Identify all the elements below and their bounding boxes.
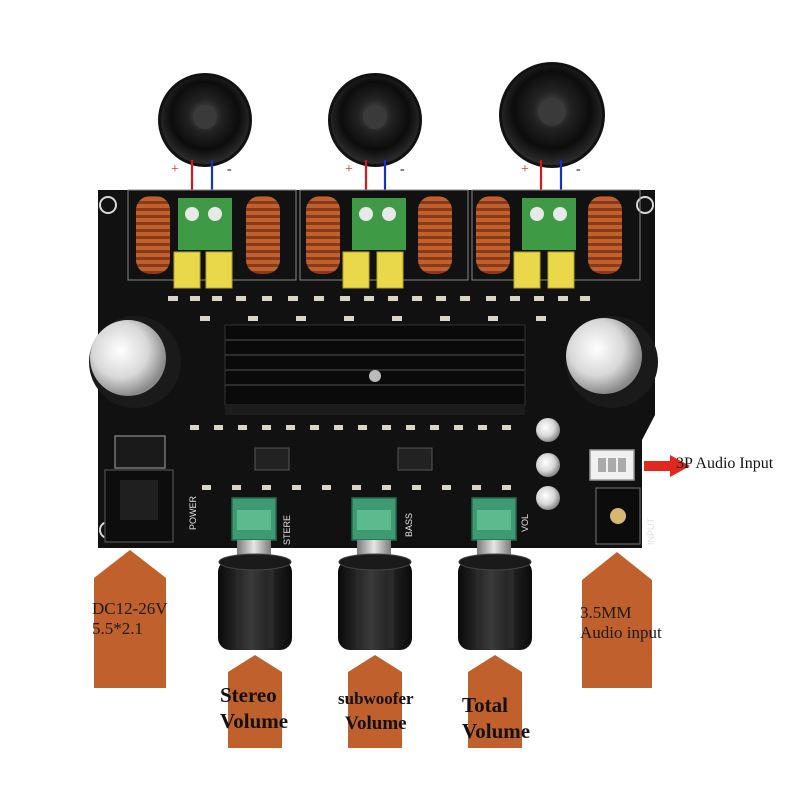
aux-callout-arrow	[582, 552, 652, 688]
dc-power-jack	[104, 435, 174, 543]
silk-stereo: STERE	[282, 515, 292, 545]
subwoofer-callout-arrow	[348, 655, 402, 748]
aux-jack	[595, 487, 641, 545]
speaker-right-minus: -	[576, 162, 581, 177]
heatsink	[224, 324, 526, 415]
speaker-center	[328, 73, 422, 167]
ic-chips	[254, 447, 433, 471]
silk-input: INPUT	[646, 517, 656, 545]
potentiometer-total	[471, 497, 517, 562]
input-arrow	[644, 455, 690, 477]
power-label-line1: DC12-26V	[92, 599, 168, 618]
speaker-left-minus: -	[227, 162, 232, 177]
small-capacitors	[536, 418, 560, 510]
speaker-left-plus: +	[171, 162, 179, 177]
inductor-coils	[136, 196, 622, 274]
aux-label-line2: Audio input	[580, 623, 662, 642]
total-callout-arrow	[468, 655, 522, 748]
speaker-right	[499, 62, 605, 168]
silk-vol: VOL	[520, 514, 530, 532]
speaker-center-minus: -	[400, 162, 405, 177]
potentiometer-stereo	[231, 497, 277, 562]
smd-mid-rows	[190, 425, 511, 490]
film-capacitors	[173, 251, 575, 289]
silk-bass: BASS	[404, 513, 414, 537]
total-caption-line1: Total	[462, 693, 508, 717]
silk-power: POWER	[188, 495, 198, 530]
speaker-left	[158, 73, 252, 167]
pin-input-label: 3P Audio Input	[676, 455, 774, 472]
total-caption-line2: Volume	[462, 719, 531, 743]
stereo-callout-arrow	[228, 655, 282, 748]
stereo-caption-line2: Volume	[220, 709, 289, 733]
speaker-center-plus: +	[345, 162, 353, 177]
knob-total	[458, 553, 532, 650]
subwoofer-caption-line2: Volume	[345, 713, 407, 734]
speaker-terminals	[178, 198, 576, 250]
smd-components	[168, 296, 590, 321]
potentiometer-subwoofer	[351, 497, 397, 562]
power-callout-arrow	[94, 550, 166, 688]
power-label-line2: 5.5*2.1	[92, 619, 143, 638]
speaker-right-plus: +	[521, 162, 529, 177]
aux-label-line1: 3.5MM	[580, 603, 632, 622]
stereo-caption-line1: Stereo	[220, 683, 277, 707]
big-capacitor-right	[566, 316, 658, 408]
knob-subwoofer	[338, 553, 412, 650]
subwoofer-caption-line1: subwoofer	[338, 689, 414, 708]
three-pin-connector	[589, 449, 635, 481]
big-capacitor-left	[89, 316, 181, 408]
knob-stereo	[218, 553, 292, 650]
